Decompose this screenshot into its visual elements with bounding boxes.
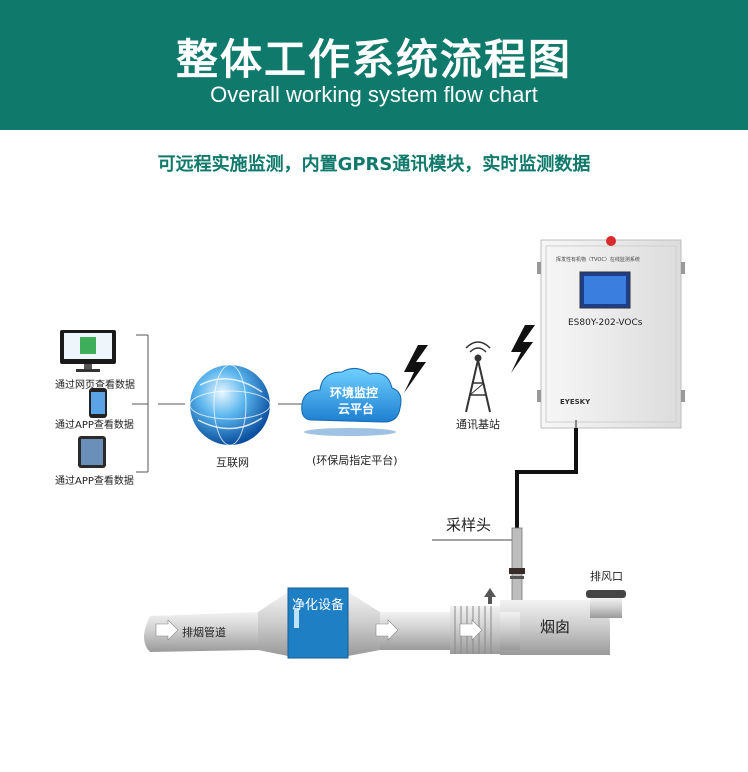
page-subtitle-en: Overall working system flow chart — [210, 82, 538, 107]
cloud-platform-icon — [301, 368, 402, 436]
smartphone-icon — [89, 388, 107, 418]
chimney-label: 烟囱 — [540, 618, 571, 636]
purifier-label: 净化设备 — [292, 598, 345, 613]
desktop-monitor-icon — [60, 330, 116, 372]
bellows-joint — [450, 606, 500, 654]
client-bracket — [132, 334, 303, 473]
device-model: ES80Y-202-VOCs — [568, 318, 643, 328]
header-banner: 整体工作系统流程图 Overall working system flow ch… — [0, 0, 748, 130]
antenna-tower-icon — [465, 341, 491, 413]
chimney — [500, 590, 626, 655]
client-label-app-phone: 通过APP查看数据 — [55, 420, 134, 431]
sampling-head-label: 采样头 — [446, 516, 492, 534]
signal-cable — [515, 428, 578, 572]
tagline: 可远程实施监测，内置GPRS通讯模块，实时监测数据 — [157, 154, 591, 175]
page-title: 整体工作系统流程图 — [175, 35, 572, 84]
cloud-text-line1: 环境监控 — [330, 386, 379, 400]
flow-up-arrow — [484, 588, 496, 604]
internet-label: 互联网 — [216, 456, 249, 469]
globe-icon — [189, 364, 271, 446]
device-header-text: 挥发性有机物（TVOC）在线监测系统 — [556, 257, 640, 263]
tablet-icon — [78, 436, 106, 468]
cloud-caption: (环保局指定平台) — [312, 454, 398, 467]
client-label-app-tablet: 通过APP查看数据 — [55, 476, 134, 487]
purifier-unit — [287, 587, 349, 659]
pipe-label: 排烟管道 — [182, 626, 226, 639]
outlet-label: 排风口 — [590, 570, 623, 583]
monitoring-cabinet — [537, 236, 685, 429]
client-label-web: 通过网页查看数据 — [55, 380, 135, 391]
cloud-text-line2: 云平台 — [338, 402, 375, 416]
tower-label: 通讯基站 — [456, 418, 500, 431]
flow-arrows — [155, 619, 483, 641]
lightning-icon — [404, 325, 535, 393]
device-brand: EYESKY — [560, 398, 591, 406]
exhaust-pipe — [144, 592, 520, 656]
